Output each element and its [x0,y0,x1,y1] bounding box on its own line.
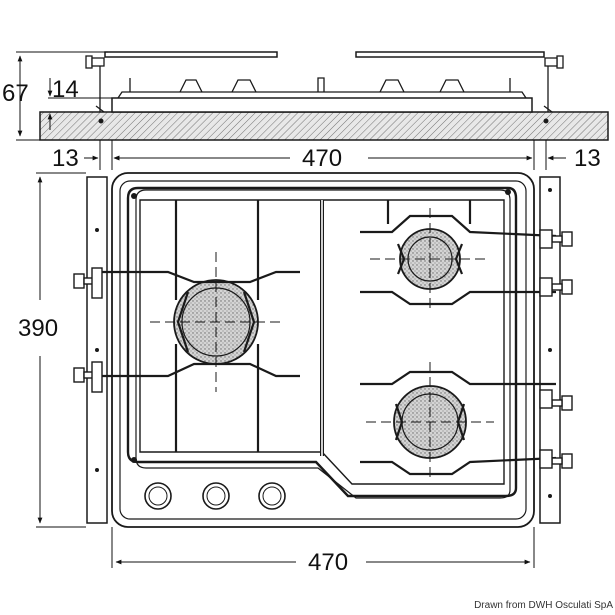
top-view [73,172,573,528]
knob-icon [544,55,564,69]
worktop-section [39,111,609,141]
dimension-width-top: 470 [302,145,342,172]
credit-text: Drawn from DWH Osculati SpA [474,600,613,611]
dimension-depth: 390 [18,315,58,342]
hinge-icon [73,267,103,393]
hinge-icon [539,229,573,469]
left-lid-open [104,51,278,58]
dimension-width-bottom: 470 [308,549,348,576]
knob-icon [85,55,105,69]
dimension-side-right: 13 [574,145,601,172]
dimension-top-height: 14 [52,76,79,103]
side-dimensions [16,51,566,170]
dimension-total-height: 67 [2,80,29,107]
top-dimensions [36,172,535,568]
right-lid-open [355,51,545,58]
knob-icon [144,482,172,510]
knob-icon [258,482,286,510]
dimension-side-left: 13 [52,145,79,172]
side-view [39,51,609,141]
knob-icon [202,482,230,510]
hob-body [111,97,533,113]
